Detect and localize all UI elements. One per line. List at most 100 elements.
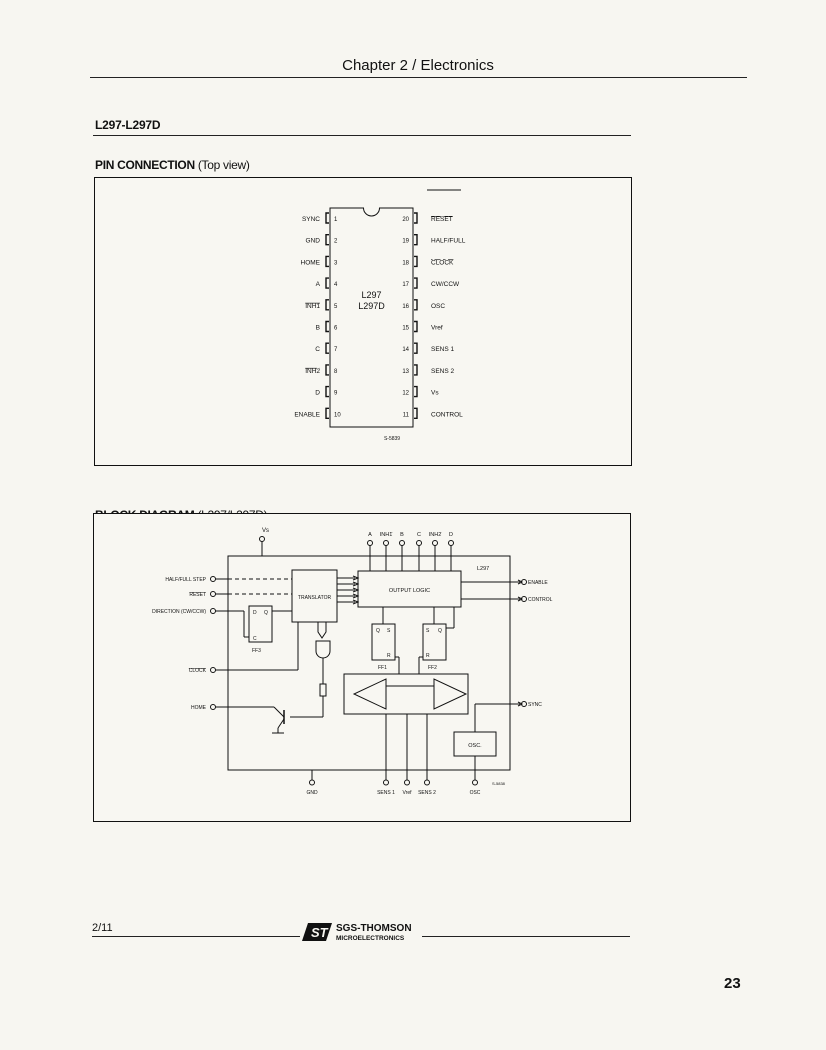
ic-package-outline [329, 207, 414, 428]
ff2-s: S [426, 628, 430, 634]
pin-name: A [316, 281, 321, 288]
pin-name: INH1 [305, 303, 320, 310]
logo-line-1: SGS-THOMSON [336, 923, 412, 934]
part-title: L297-L297D [95, 118, 161, 132]
drawing-code: S-5839 [384, 436, 400, 442]
bottom-pin-label: Vref [403, 790, 413, 796]
pin-name: Vref [431, 325, 443, 332]
wire [273, 706, 285, 718]
bottom-pin-label: SENS 1 [377, 790, 395, 796]
page-reference: 2/11 [92, 922, 113, 934]
output-pin [399, 540, 405, 546]
ff2-r: R [426, 653, 430, 659]
input-pin [210, 704, 216, 710]
chip-label: L297D [358, 301, 385, 311]
input-label: HOME [191, 705, 207, 711]
pin-name: Vs [431, 390, 439, 397]
output-logic-label: OUTPUT LOGIC [389, 588, 430, 594]
bottom-pin-label: SENS 2 [418, 790, 436, 796]
chapter-header: Chapter 2 / Electronics [342, 57, 494, 74]
pin-number: 8 [334, 369, 338, 375]
pin-name: ENABLE [294, 411, 320, 418]
pin-number: 14 [402, 347, 409, 353]
resistor-symbol [319, 683, 327, 697]
arrow-head [352, 575, 360, 581]
pin-right [414, 364, 418, 376]
bottom-pin-label: GND [306, 790, 318, 796]
arrow-head [352, 593, 360, 599]
pin-left [325, 234, 329, 246]
pin-left [325, 320, 329, 333]
pin-right [414, 407, 418, 419]
pin-number: 4 [334, 282, 338, 288]
footer-rule-left [92, 936, 300, 937]
bottom-pin [472, 779, 478, 786]
bottom-pin [383, 779, 389, 786]
pin-number: 17 [402, 282, 409, 288]
pin-left [325, 299, 329, 311]
pin-left [325, 364, 329, 376]
ff2-q: Q [438, 628, 442, 634]
st-logo-icon [302, 923, 332, 941]
pin-name: HALF/FULL [431, 238, 466, 245]
output-label: D [449, 532, 453, 538]
output-label: C [417, 532, 421, 538]
ff3-d: D [253, 610, 257, 616]
chip-boundary [227, 555, 511, 771]
pin-right [414, 255, 418, 268]
pin-right [414, 277, 418, 289]
ff1-label: FF1 [378, 665, 387, 671]
right-output-label: CONTROL [528, 597, 553, 603]
pin-right [414, 320, 418, 333]
ff3-label: FF3 [252, 648, 261, 654]
input-pin [210, 591, 216, 597]
output-pin [448, 540, 454, 546]
pin-number: 18 [402, 260, 409, 266]
pin-number: 3 [334, 260, 338, 266]
pin-left [325, 407, 329, 419]
pin-name: CW/CCW [431, 281, 460, 288]
pin-number: 13 [402, 369, 409, 375]
translator-label: TRANSLATOR [298, 595, 332, 601]
ff1-q: Q [376, 628, 380, 634]
page-number: 23 [724, 975, 741, 992]
input-pin [210, 576, 216, 582]
chip-name: L297 [477, 566, 489, 572]
buffer-symbol [317, 622, 327, 639]
wire [277, 718, 285, 729]
pin-connection-heading: PIN CONNECTION (Top view) [95, 158, 250, 172]
input-label: HALF/FULL STEP [165, 577, 206, 583]
ff3-q: Q [264, 610, 268, 616]
ff2-label: FF2 [428, 665, 437, 671]
nand-gate-symbol [315, 640, 331, 659]
output-label: INH1 [380, 532, 393, 538]
chip-label: L297 [361, 290, 381, 300]
pin-left [325, 277, 329, 289]
pin-right [414, 299, 418, 311]
osc-label: OSC. [468, 743, 482, 749]
arrow-head [352, 587, 360, 593]
pin-name: HOME [301, 259, 321, 266]
pin-number: 11 [403, 412, 410, 418]
pin-right [414, 342, 418, 354]
pin-left [325, 255, 329, 268]
pin-name: D [315, 390, 320, 397]
bottom-pin-label: OSC [470, 790, 481, 796]
svg-text:ST: ST [311, 925, 329, 940]
pin-number: 6 [334, 326, 338, 332]
pin-name: B [316, 325, 320, 332]
pin-right [414, 385, 418, 398]
pin-number: 15 [402, 326, 409, 332]
output-pin [383, 540, 389, 546]
pin-left [325, 212, 329, 224]
footer-rule-right [422, 936, 630, 937]
comparator-2-symbol [433, 678, 468, 710]
pin-connection-diagram: L297L297D1SYNC2GND3HOME4A5INH16B7C8INH29… [294, 189, 466, 442]
pin-left [325, 385, 329, 398]
output-pin [521, 596, 527, 602]
pin-name: GND [306, 238, 321, 245]
input-label: CLOCK [189, 668, 207, 674]
comparator-frame [343, 673, 469, 715]
